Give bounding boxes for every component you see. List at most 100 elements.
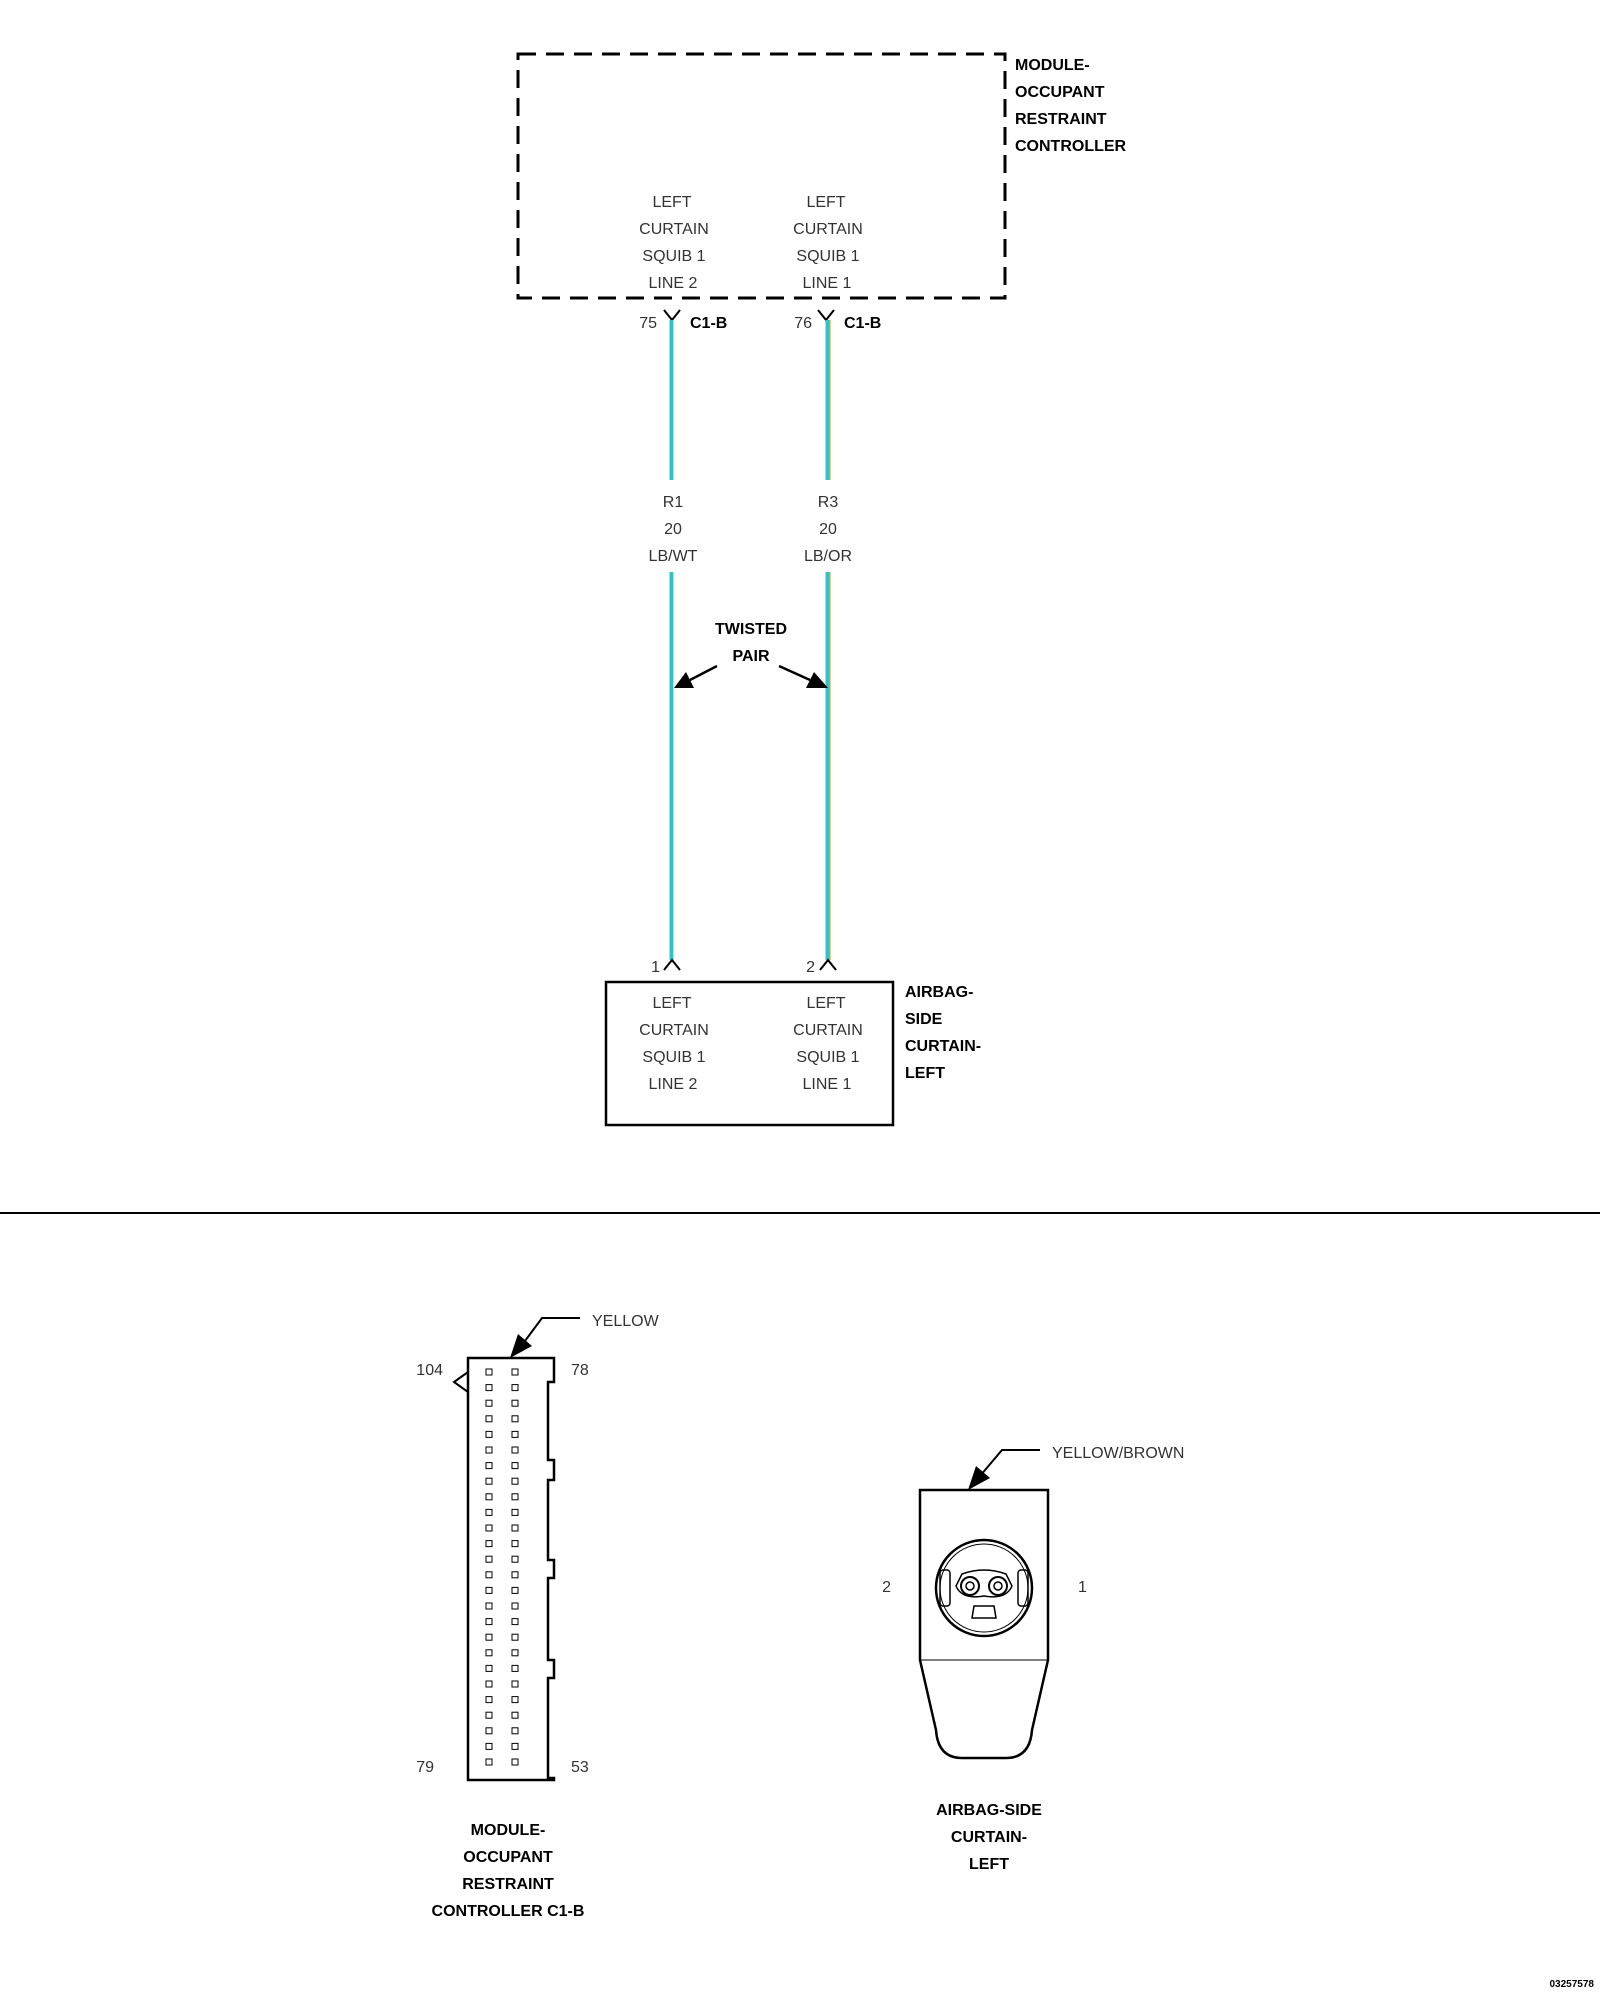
connector-c1b-cavity — [485, 1508, 493, 1516]
connector-c1b-cavity — [511, 1399, 519, 1407]
airbag-pin-right-line-4: LINE 1 — [803, 1076, 852, 1093]
airbag-pin-2-number: 2 — [806, 959, 815, 976]
connector-c1b-cavity — [511, 1524, 519, 1532]
diagram-id: 03257578 — [1550, 1979, 1595, 1990]
airbag-pin-right-line-2: CURTAIN — [793, 1022, 863, 1039]
module-pin-left-line-2: CURTAIN — [639, 221, 709, 238]
connector-c1b-cavity — [511, 1446, 519, 1454]
connector-c1b-cavity — [485, 1571, 493, 1579]
airbag-pin-left-line-1: LEFT — [652, 995, 691, 1012]
airbag-box — [604, 980, 895, 1127]
connector-airbag-view: YELLOW/BROWN 2 1 — [882, 1445, 1184, 1760]
connector-c1b-view: YELLOW 104 78 79 53 — [416, 1313, 660, 1782]
module-pin-left-line-4: LINE 2 — [649, 275, 698, 292]
connector-c1b-cavity — [511, 1649, 519, 1657]
airbag-pin-1-number: 1 — [651, 959, 660, 976]
connector-c1b-cavity — [485, 1602, 493, 1610]
connector-c1b-cavity — [485, 1727, 493, 1735]
airbag-terminal-1 — [663, 958, 681, 971]
module-title-1: MODULE- — [1015, 57, 1090, 74]
connector-c1b-pin-79: 79 — [416, 1759, 434, 1776]
connector-c1b-cavity — [485, 1696, 493, 1704]
wire-r3-circuit: R3 — [818, 494, 839, 511]
module-pin-75-connector: C1-B — [690, 315, 727, 332]
connector-c1b-pin-78: 78 — [571, 1362, 589, 1379]
airbag-pin-right-line-3: SQUIB 1 — [796, 1049, 859, 1066]
wire-r1-circuit: R1 — [663, 494, 684, 511]
module-box — [516, 52, 1007, 300]
connector-c1b-cavity — [511, 1462, 519, 1470]
connector-c1b-cavity — [511, 1368, 519, 1376]
connector-c1b-cavity — [485, 1586, 493, 1594]
connector-airbag-pin-1: 1 — [1078, 1579, 1087, 1596]
module-title-3: RESTRAINT — [1015, 111, 1107, 128]
twisted-pair-arrow-right — [778, 664, 828, 688]
airbag-title-4: LEFT — [905, 1065, 945, 1082]
connector-c1b-cavity — [485, 1758, 493, 1766]
connector-c1b-cavity — [511, 1477, 519, 1485]
connector-c1b-cavity — [511, 1633, 519, 1641]
wire-r3 — [825, 320, 831, 960]
connector-c1b-pin-53: 53 — [571, 1759, 589, 1776]
connector-c1b-cavity — [485, 1430, 493, 1438]
connector-c1b-cavity — [511, 1508, 519, 1516]
module-title-2: OCCUPANT — [1015, 84, 1105, 101]
connector-c1b-cavity — [511, 1727, 519, 1735]
connector-c1b-cavity — [485, 1664, 493, 1672]
connector-c1b-cavity — [485, 1742, 493, 1750]
wire-r1-color: LB/WT — [649, 548, 698, 565]
module-pin-left-line-3: SQUIB 1 — [642, 248, 705, 265]
module-pin-right-line-3: SQUIB 1 — [796, 248, 859, 265]
connector-c1b-cavity — [511, 1493, 519, 1501]
connector-c1b-cavity — [485, 1462, 493, 1470]
wire-r1 — [669, 320, 675, 960]
connector-airbag-caption-1: AIRBAG-SIDE — [936, 1802, 1042, 1819]
module-terminal-75 — [663, 309, 681, 322]
connector-c1b-caption-1: MODULE- — [471, 1822, 546, 1839]
airbag-title-1: AIRBAG- — [905, 984, 973, 1001]
connector-c1b-cavity — [511, 1415, 519, 1423]
connector-c1b-cavity — [485, 1633, 493, 1641]
connector-c1b-pin-104: 104 — [416, 1362, 443, 1379]
connector-c1b-caption-4: CONTROLLER C1-B — [432, 1903, 585, 1920]
connector-c1b-cavity — [511, 1680, 519, 1688]
wire-r3-color: LB/OR — [804, 548, 852, 565]
connector-c1b-cavity — [485, 1368, 493, 1376]
connector-c1b-cavity — [485, 1540, 493, 1548]
twisted-pair-arrow-left — [674, 664, 718, 688]
connector-c1b-cavity — [485, 1446, 493, 1454]
connector-c1b-cavity — [511, 1696, 519, 1704]
twisted-pair-label-1: TWISTED — [715, 621, 787, 638]
connector-c1b-cavity — [485, 1711, 493, 1719]
connector-c1b-cavity — [511, 1618, 519, 1626]
connector-airbag-caption-2: CURTAIN- — [951, 1829, 1027, 1846]
connector-c1b-cavity — [485, 1680, 493, 1688]
wire-r3-gauge: 20 — [819, 521, 837, 538]
connector-c1b-caption-3: RESTRAINT — [462, 1876, 554, 1893]
connector-c1b-cavity — [511, 1664, 519, 1672]
airbag-pin-left-line-3: SQUIB 1 — [642, 1049, 705, 1066]
airbag-title-2: SIDE — [905, 1011, 943, 1028]
airbag-title-3: CURTAIN- — [905, 1038, 981, 1055]
module-pin-76-number: 76 — [794, 315, 812, 332]
connector-c1b-cavity — [511, 1742, 519, 1750]
airbag-pin-right-line-1: LEFT — [806, 995, 845, 1012]
connector-c1b-cavity — [485, 1649, 493, 1657]
module-pin-left-line-1: LEFT — [652, 194, 691, 211]
connector-airbag-caption-3: LEFT — [969, 1856, 1009, 1873]
connector-airbag-color-label: YELLOW/BROWN — [1052, 1445, 1184, 1462]
wire-r1-gauge: 20 — [664, 521, 682, 538]
connector-c1b-cavity — [511, 1758, 519, 1766]
module-pin-right-line-2: CURTAIN — [793, 221, 863, 238]
connector-c1b-cavity — [485, 1415, 493, 1423]
connector-c1b-cavity — [485, 1555, 493, 1563]
module-terminal-76 — [817, 309, 835, 322]
connector-c1b-cavity — [485, 1384, 493, 1392]
module-title-4: CONTROLLER — [1015, 138, 1127, 155]
module-pin-76-connector: C1-B — [844, 315, 881, 332]
connector-c1b-cavity — [485, 1477, 493, 1485]
connector-c1b-cavity — [511, 1586, 519, 1594]
module-pin-right-line-4: LINE 1 — [803, 275, 852, 292]
airbag-pin-left-line-4: LINE 2 — [649, 1076, 698, 1093]
